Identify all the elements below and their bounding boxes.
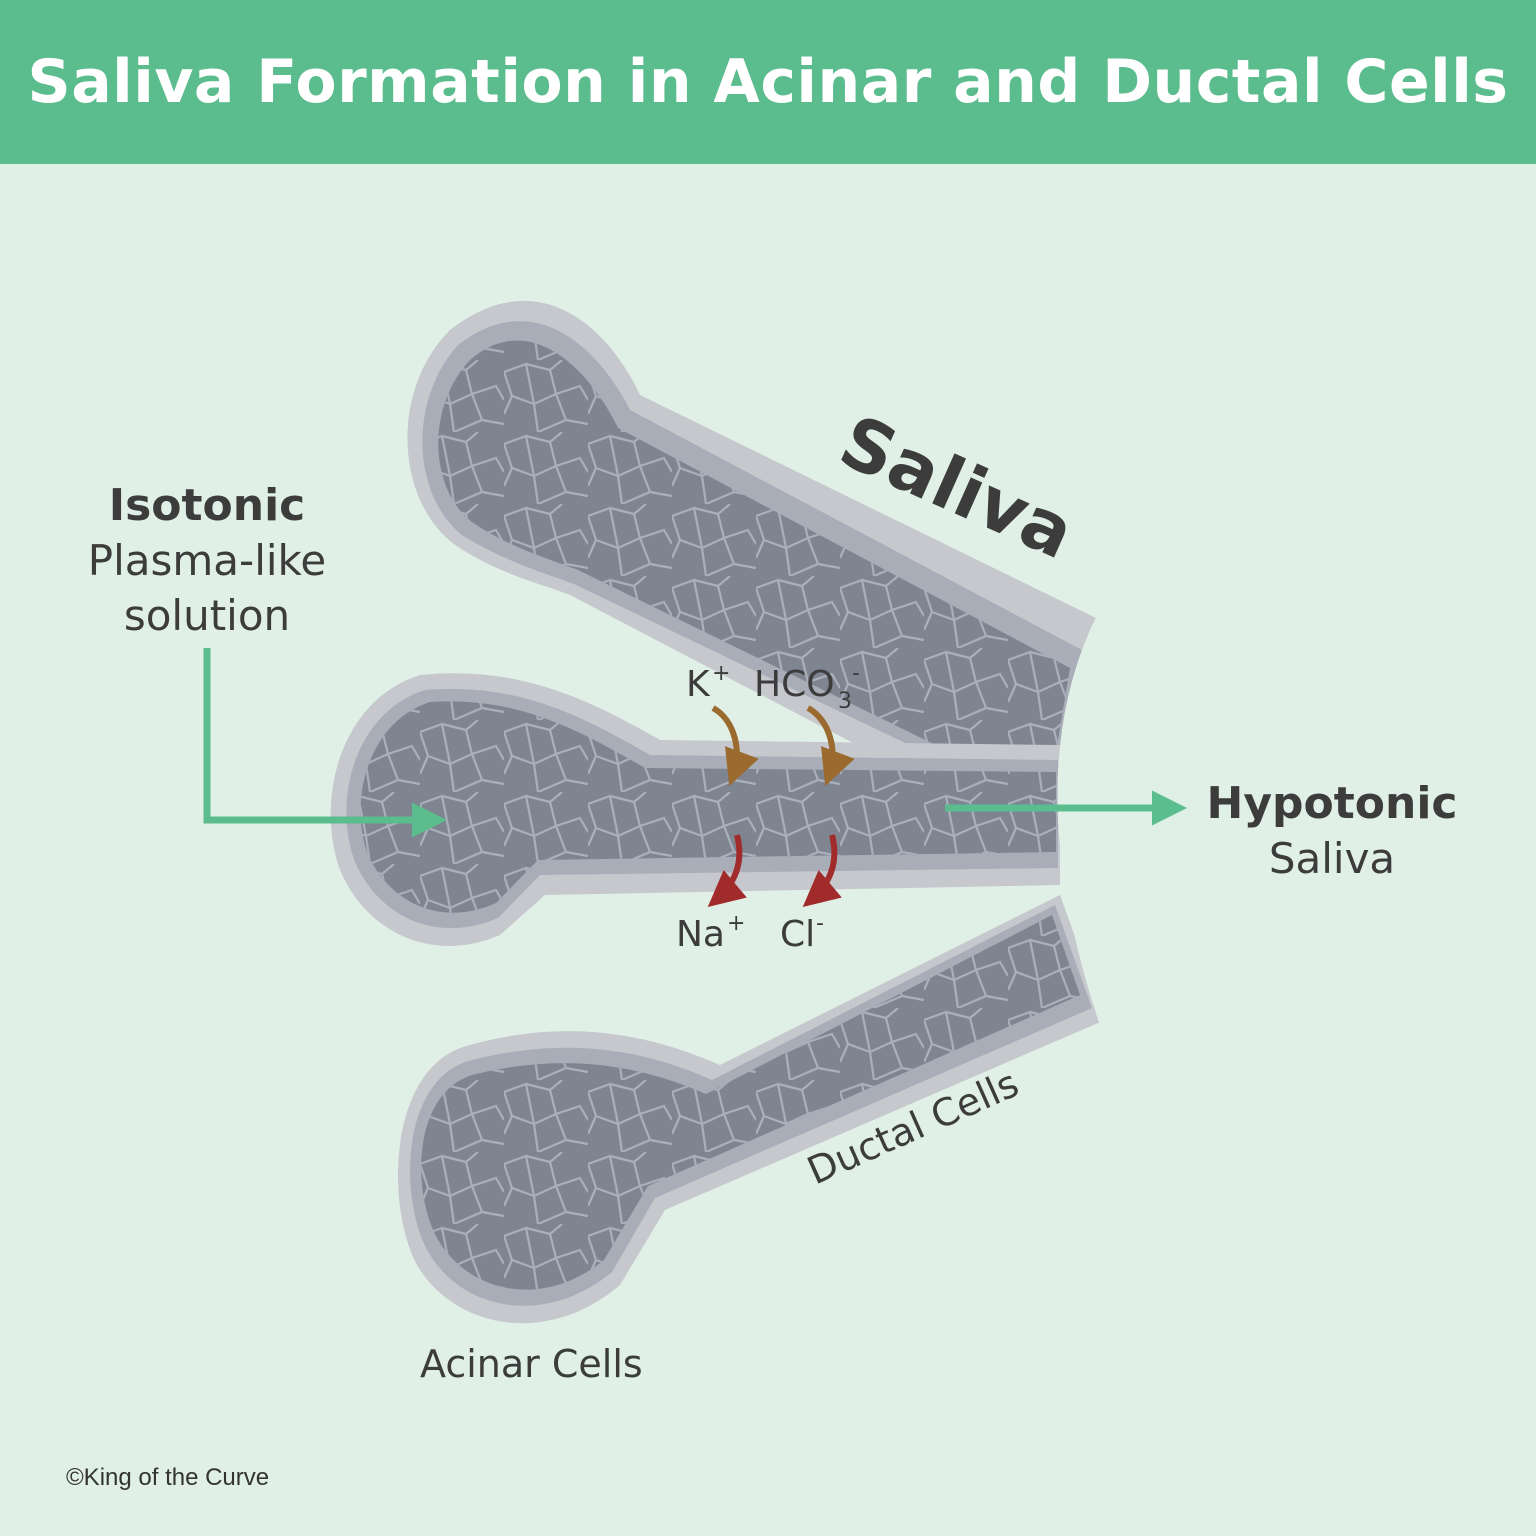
ion-hco3: HCO 3 - — [754, 661, 860, 714]
ion-cl: Cl - — [780, 911, 824, 955]
ion-na-charge: + — [727, 911, 745, 936]
middle-acinus-duct — [330, 673, 1061, 946]
plasma-like-label: Plasma-like — [88, 536, 326, 585]
hypotonic-saliva-label: Saliva — [1269, 834, 1395, 883]
ion-k-symbol: K — [686, 664, 711, 705]
duct-opening — [1057, 600, 1180, 1040]
ion-k: K + — [686, 661, 730, 705]
ion-hco3-symbol: HCO — [754, 664, 835, 705]
secretion-arrow-icon — [806, 705, 855, 787]
acinar-cells-label: Acinar Cells — [420, 1342, 643, 1386]
ion-hco3-charge: - — [852, 661, 860, 686]
secretion-arrow-icon — [711, 705, 759, 787]
ion-na: Na + — [676, 911, 745, 955]
absorption-arrow-icon — [707, 834, 747, 907]
lower-acinus-duct — [397, 895, 1105, 1324]
page-title: Saliva Formation in Acinar and Ductal Ce… — [27, 47, 1509, 117]
isotonic-label: Isotonic — [109, 480, 306, 531]
solution-label: solution — [124, 591, 290, 640]
copyright-notice: ©King of the Curve — [66, 1464, 270, 1491]
absorption-arrow-icon — [802, 834, 842, 907]
hypotonic-label: Hypotonic — [1207, 778, 1458, 829]
ion-cl-symbol: Cl — [780, 914, 815, 955]
upper-acinus-duct — [407, 300, 1100, 825]
title-banner: Saliva Formation in Acinar and Ductal Ce… — [0, 0, 1536, 164]
ion-cl-charge: - — [816, 911, 824, 936]
ion-hco3-subscript: 3 — [838, 689, 852, 714]
flow-arrow-icon — [203, 648, 447, 838]
ion-k-charge: + — [712, 661, 730, 686]
ion-na-symbol: Na — [676, 914, 725, 955]
